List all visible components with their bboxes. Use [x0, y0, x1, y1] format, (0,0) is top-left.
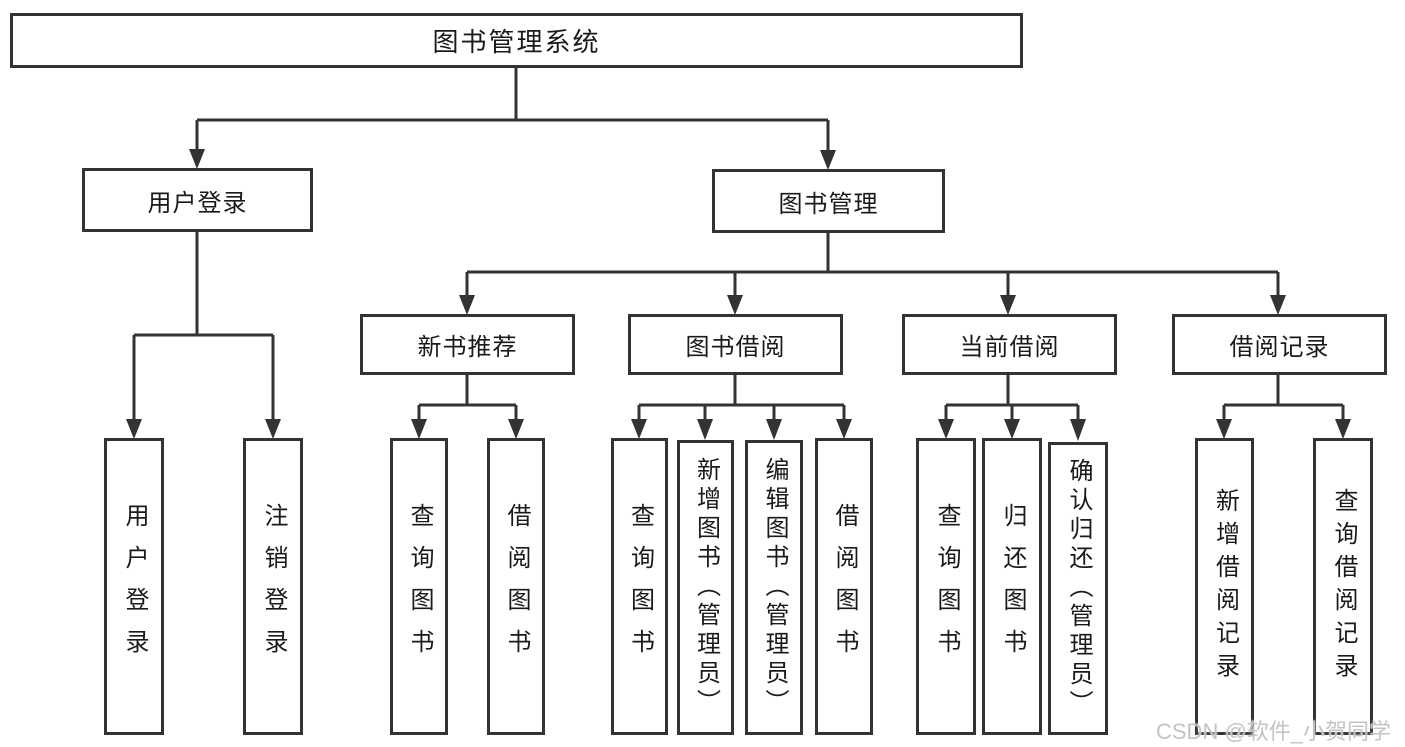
node-label: 借阅记录 [1229, 334, 1330, 361]
leaf-label: 注销登录 [260, 502, 287, 671]
leaf-query-books-1: 查询图书 [390, 438, 448, 735]
leaf-label: 借阅图书 [503, 502, 530, 671]
leaf-add-borrow-record: 新增借阅记录 [1195, 438, 1254, 735]
leaf-label: 编辑图书（管理员） [761, 457, 788, 718]
connector-current-borrow-children [944, 375, 1080, 422]
leaf-label: 借阅图书 [831, 502, 858, 671]
leaf-confirm-return-admin: 确认归还（管理员） [1048, 442, 1108, 735]
leaf-query-borrow-record: 查询借阅记录 [1313, 438, 1373, 735]
connector-user-login-children [132, 232, 275, 422]
leaf-edit-book-admin: 编辑图书（管理员） [745, 440, 803, 735]
connector-book-management-children [465, 233, 1280, 298]
connector-new-book-children [417, 375, 518, 422]
node-library-system-root: 图书管理系统 [10, 13, 1023, 68]
node-label: 新书推荐 [417, 334, 518, 361]
leaf-label: 用户登录 [121, 502, 148, 671]
leaf-query-books-3: 查询图书 [916, 438, 976, 735]
node-label: 当前借阅 [959, 334, 1060, 361]
leaf-label: 查询图书 [933, 502, 960, 671]
node-new-book-recommend: 新书推荐 [360, 314, 575, 375]
node-book-borrow: 图书借阅 [628, 314, 843, 375]
leaf-label: 归还图书 [999, 502, 1026, 671]
leaf-label: 新增借阅记录 [1211, 487, 1239, 686]
leaf-logout: 注销登录 [243, 438, 303, 735]
leaf-label: 查询借阅记录 [1330, 487, 1357, 686]
leaf-return-books: 归还图书 [982, 438, 1042, 735]
node-label: 图书管理 [778, 190, 879, 218]
node-label: 图书借阅 [685, 334, 786, 361]
node-user-login: 用户登录 [82, 168, 313, 232]
leaf-borrow-books-2: 借阅图书 [815, 438, 873, 735]
node-label: 用户登录 [147, 189, 248, 217]
connector-borrow-records-children [1222, 375, 1345, 422]
leaf-borrow-books-1: 借阅图书 [487, 438, 545, 735]
leaf-label: 新增图书（管理员） [692, 457, 720, 718]
leaf-user-login: 用户登录 [104, 438, 164, 735]
node-current-borrow: 当前借阅 [902, 314, 1117, 375]
node-label: 图书管理系统 [432, 27, 601, 57]
connector-root-to-l2 [195, 68, 830, 153]
leaf-label: 查询图书 [406, 502, 433, 671]
leaf-label: 确认归还（管理员） [1065, 458, 1092, 719]
leaf-query-books-2: 查询图书 [611, 438, 668, 735]
leaf-label: 查询图书 [626, 502, 654, 671]
connector-book-borrow-children [637, 375, 846, 422]
arrowheads [126, 149, 1351, 441]
node-borrow-records: 借阅记录 [1172, 314, 1387, 375]
node-book-management: 图书管理 [712, 169, 945, 233]
leaf-add-book-admin: 新增图书（管理员） [677, 440, 734, 735]
csdn-watermark: CSDN @软件_小贺同学 [1156, 719, 1392, 744]
